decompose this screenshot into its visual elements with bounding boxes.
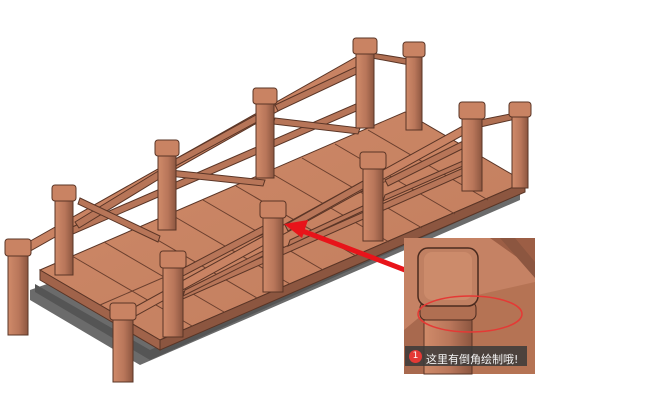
post bbox=[359, 151, 387, 242]
post bbox=[4, 238, 32, 336]
post bbox=[458, 101, 486, 192]
annotation-number-badge: 1 bbox=[409, 350, 422, 363]
post bbox=[159, 250, 187, 338]
post bbox=[154, 139, 180, 231]
callout-label-bg bbox=[405, 346, 527, 366]
post bbox=[51, 184, 77, 276]
highlight-ellipse bbox=[417, 295, 523, 333]
post bbox=[252, 87, 278, 179]
post-highlighted bbox=[259, 200, 287, 293]
post bbox=[109, 302, 137, 383]
back-railing bbox=[17, 37, 426, 276]
post bbox=[508, 101, 532, 189]
back-posts bbox=[51, 37, 426, 276]
front-posts bbox=[4, 101, 532, 383]
zoom-detail-inset bbox=[404, 238, 535, 375]
post bbox=[352, 37, 378, 129]
annotation-text: 这里有倒角绘制哦! bbox=[426, 353, 519, 366]
post bbox=[402, 41, 426, 131]
red-arrow-pointer bbox=[284, 220, 408, 273]
